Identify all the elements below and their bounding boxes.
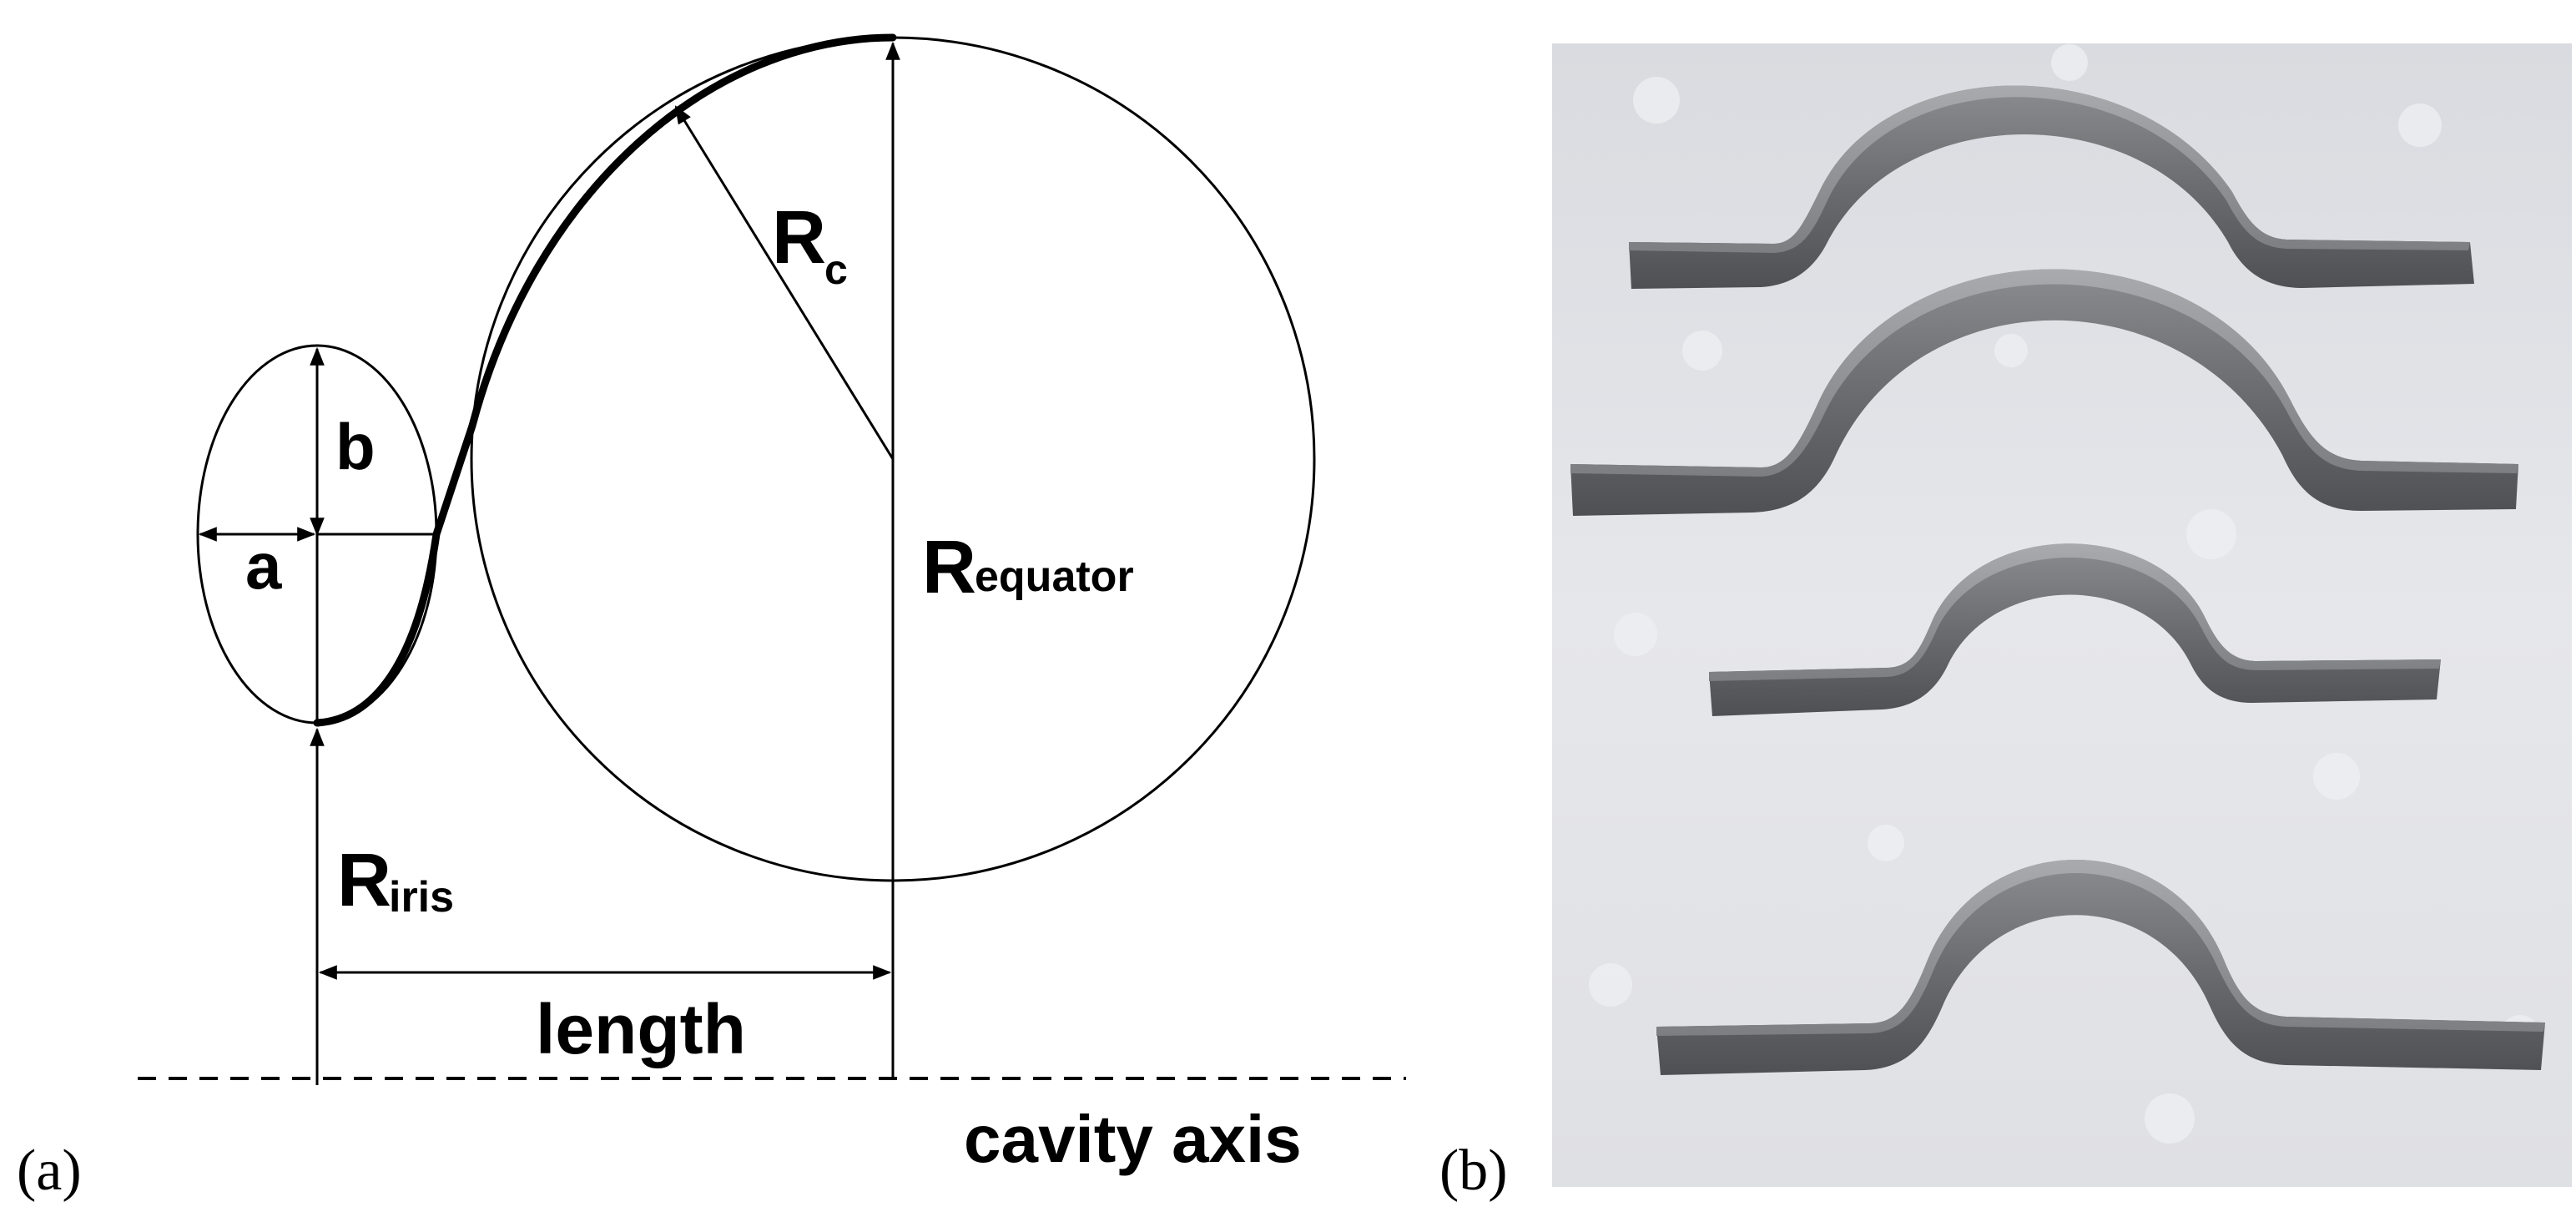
metal-part-4 xyxy=(1656,860,2545,1075)
r-iris-subscript: iris xyxy=(389,873,454,922)
metal-part-3 xyxy=(1709,543,2441,716)
a-label: a xyxy=(245,529,282,603)
metal-part-2 xyxy=(1570,269,2518,516)
cavity-geometry-diagram: b a R c R equator R iris length cavity a… xyxy=(17,33,1406,1203)
half-cell-profile xyxy=(313,33,897,727)
panel-a-label: (a) xyxy=(17,1139,82,1203)
rc-label: R xyxy=(772,196,826,280)
cavity-axis-label: cavity axis xyxy=(964,1102,1302,1176)
rc-subscript: c xyxy=(824,246,848,293)
b-label: b xyxy=(335,410,376,483)
length-label: length xyxy=(536,990,746,1068)
photo-panel xyxy=(1552,43,2572,1187)
r-equator-label: R xyxy=(922,526,976,609)
r-equator-subscript: equator xyxy=(975,553,1134,601)
photo-background xyxy=(1552,43,2572,1187)
metal-part-1 xyxy=(1629,85,2474,289)
rc-arrow xyxy=(674,105,895,460)
r-iris-label: R xyxy=(337,839,391,922)
panel-b-label: (b) xyxy=(1439,1139,1508,1203)
